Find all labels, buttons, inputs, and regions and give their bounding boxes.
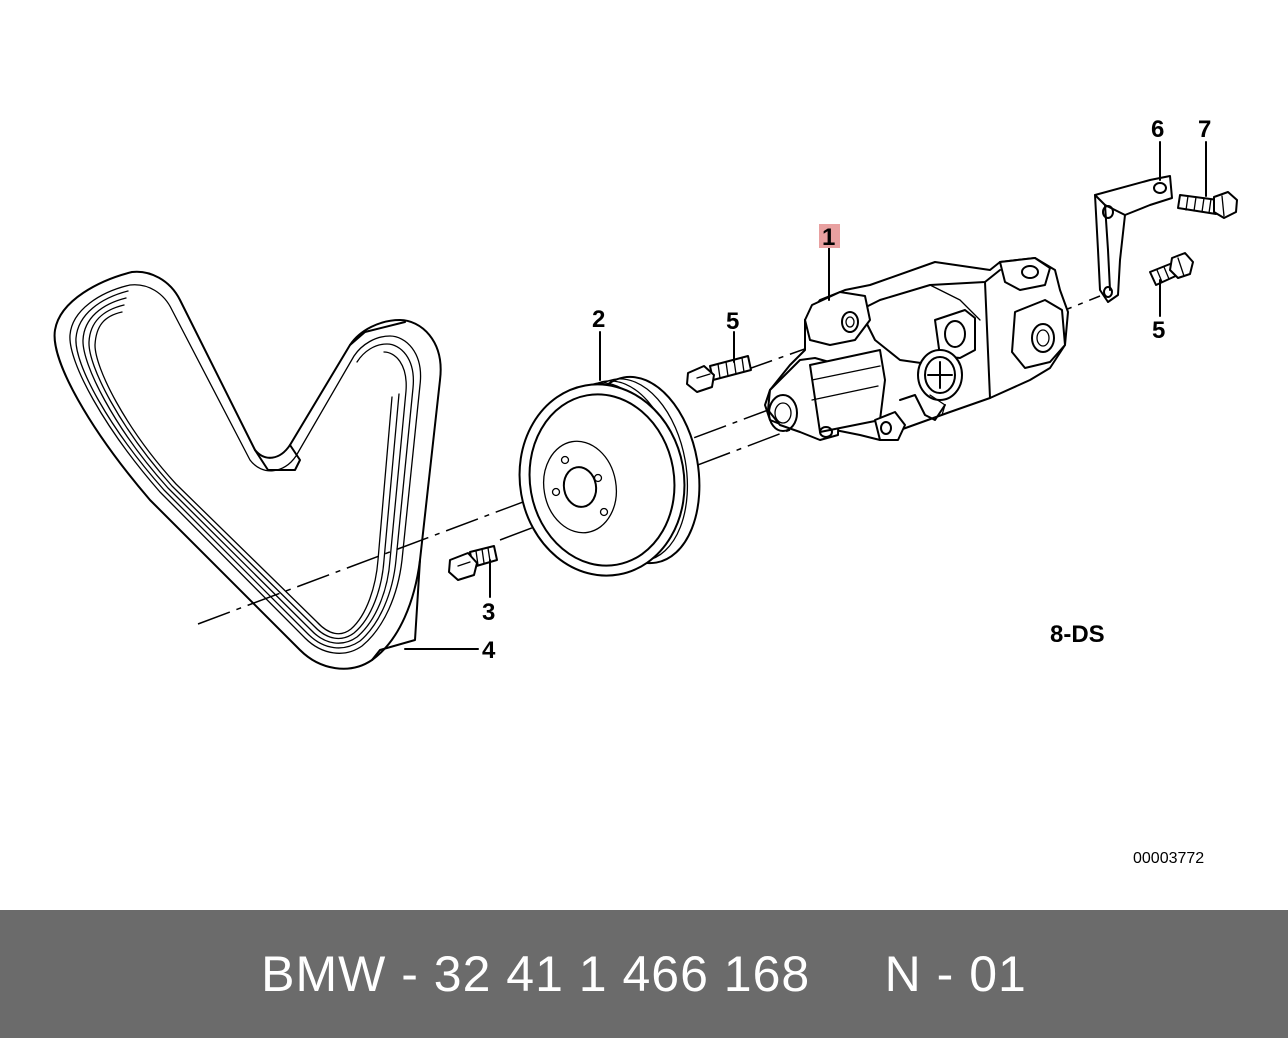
drive-belt bbox=[53, 270, 442, 670]
part-1-highlight bbox=[819, 224, 840, 248]
part-label-4[interactable]: 4 bbox=[482, 637, 496, 664]
bolt-part-5-left bbox=[686, 355, 752, 393]
leader-lines bbox=[404, 141, 1207, 650]
part-label-5-left[interactable]: 5 bbox=[726, 308, 739, 335]
image-code: 00003772 bbox=[1133, 850, 1204, 867]
parts-diagram: 1 2 3 4 5 5 6 7 8-DS 00003772 bbox=[53, 116, 1238, 867]
variant-code: 8-DS bbox=[1050, 621, 1105, 648]
part-label-3[interactable]: 3 bbox=[482, 599, 495, 626]
part-label-7[interactable]: 7 bbox=[1198, 116, 1211, 143]
pulley bbox=[518, 375, 701, 577]
part-label-6[interactable]: 6 bbox=[1151, 116, 1164, 143]
bracket-part-6 bbox=[1094, 175, 1173, 303]
part-label-1[interactable]: 1 bbox=[822, 224, 835, 251]
bolt-part-5-right bbox=[1149, 252, 1194, 286]
part-label-2[interactable]: 2 bbox=[592, 306, 605, 333]
exploded-view-drawing: 1 2 3 4 5 5 6 7 8-DS 00003772 bbox=[53, 116, 1238, 867]
part-label-5-right[interactable]: 5 bbox=[1152, 317, 1165, 344]
bolt-part-7 bbox=[1177, 191, 1238, 219]
power-steering-pump bbox=[764, 257, 1069, 441]
part-number-footer: BMW - 32 41 1 466 168 N - 01 bbox=[0, 910, 1288, 1038]
part-number-text: BMW - 32 41 1 466 168 N - 01 bbox=[261, 946, 1027, 1002]
